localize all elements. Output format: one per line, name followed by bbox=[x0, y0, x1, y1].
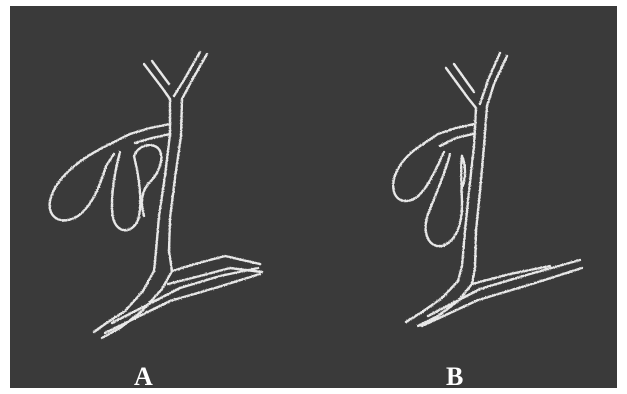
drawing-a-cystic-duct-inner bbox=[135, 134, 170, 143]
drawing-a-left-hepatic-duct-inner bbox=[152, 61, 169, 84]
chalkboard-figure: A B bbox=[10, 6, 617, 388]
drawing-a bbox=[50, 52, 262, 338]
drawing-b bbox=[393, 53, 582, 326]
biliary-drawings bbox=[10, 6, 617, 388]
drawing-a-duodenal-line-2 bbox=[105, 274, 260, 333]
drawing-b-common-duct-left bbox=[406, 108, 476, 322]
panel-label-a: A bbox=[134, 364, 153, 388]
drawing-a-gallbladder-left-lobe bbox=[50, 144, 114, 220]
drawing-a-duodenal-upper bbox=[172, 256, 260, 271]
drawing-b-gallbladder-stalk bbox=[462, 156, 465, 188]
panel-label-b: B bbox=[446, 364, 463, 388]
drawing-b-left-hepatic-duct-inner bbox=[454, 64, 474, 92]
drawing-a-gallbladder-middle-lobe bbox=[112, 152, 140, 230]
drawing-b-gallbladder-lower-lobe bbox=[426, 154, 462, 246]
drawing-b-right-hepatic-duct bbox=[487, 56, 507, 106]
drawing-b-cystic-duct-inner bbox=[440, 134, 473, 146]
